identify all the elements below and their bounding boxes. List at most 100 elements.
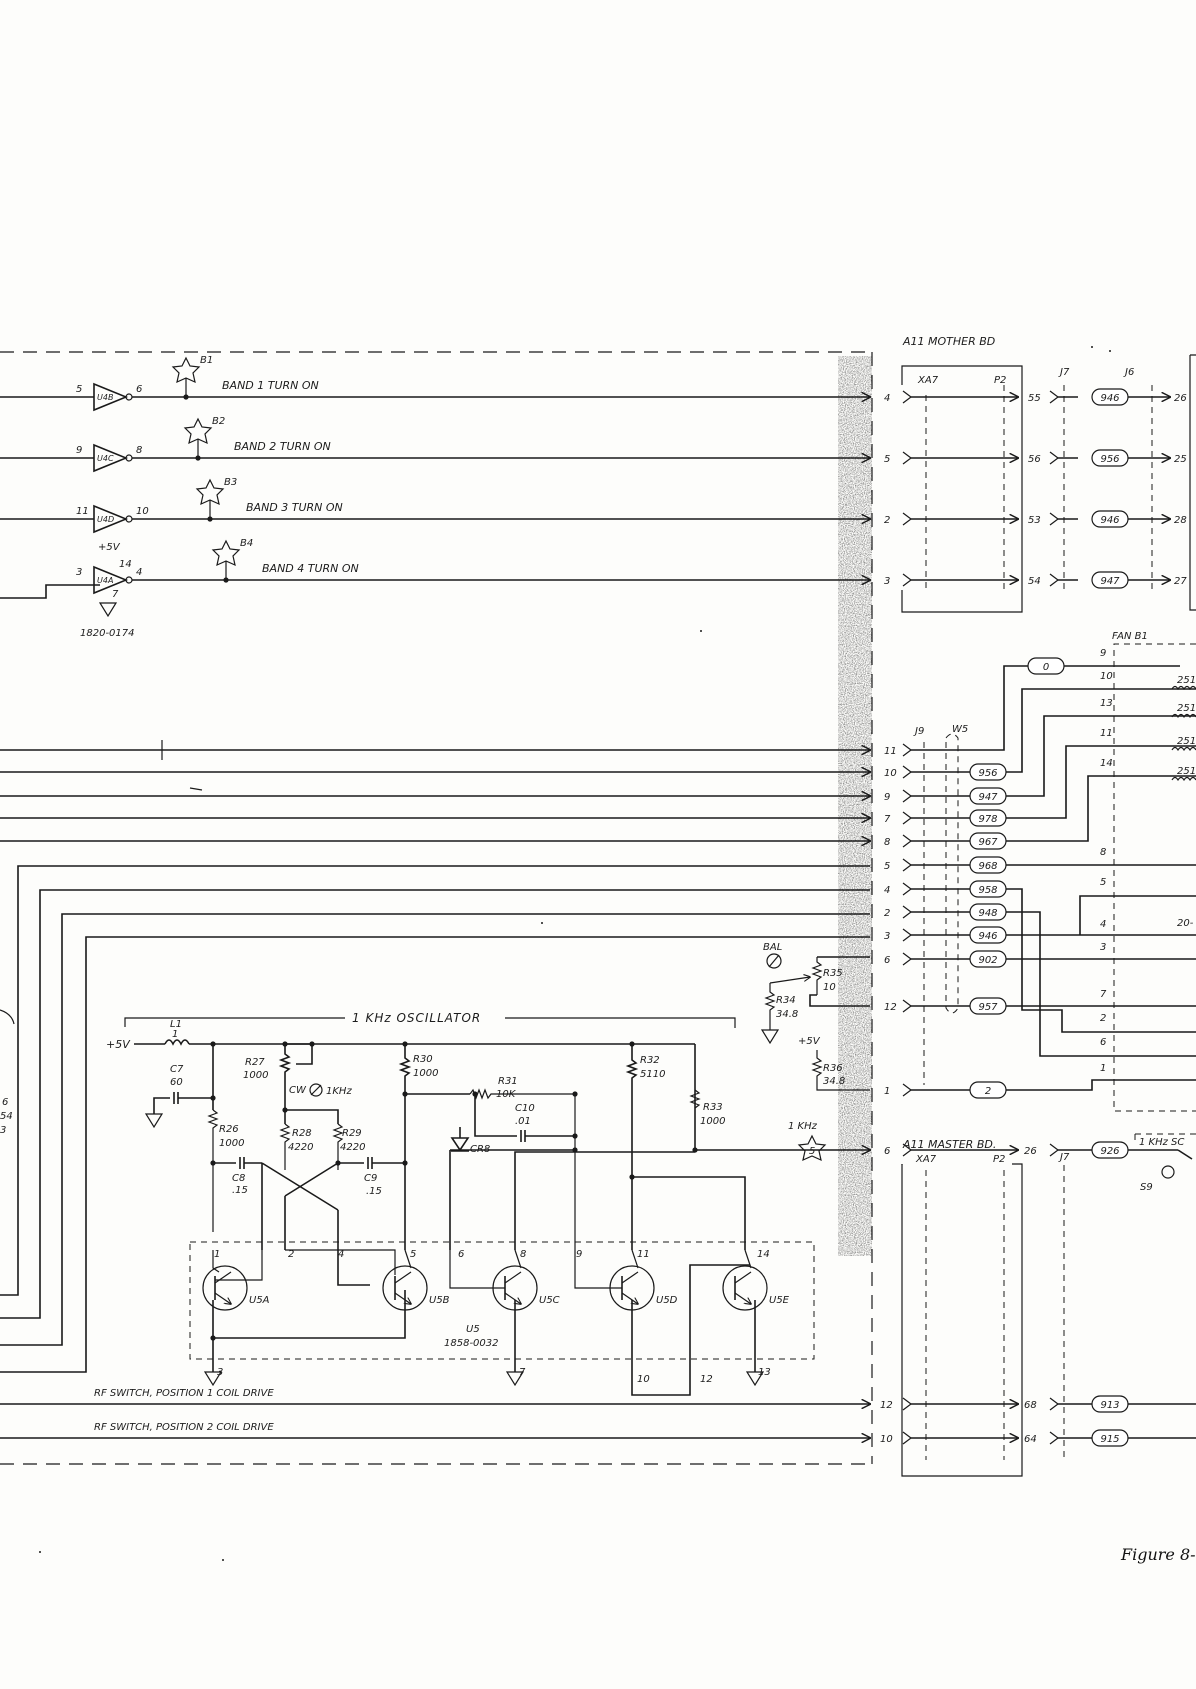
fan-edge-label: 251: [1177, 736, 1196, 747]
j9-wire-number: 967: [978, 837, 998, 848]
band-out-pin: 8: [136, 445, 142, 456]
edge-pin: 3: [884, 576, 890, 587]
j6-pin: 26: [1174, 393, 1187, 404]
inverter-gate: [93, 504, 129, 534]
p2-pin: 55: [1028, 393, 1041, 404]
u5-pin-number: 9: [576, 1249, 582, 1260]
j9-wire-number: 956: [978, 768, 997, 779]
r36-label: R36: [823, 1063, 843, 1074]
j9-edge-pin: 7: [884, 814, 891, 825]
r36-supply: +5V: [798, 1036, 821, 1047]
r30-value: 1000: [413, 1068, 438, 1079]
fan-pin: 1: [1100, 1063, 1106, 1074]
band-label: BAND 2 TURN ON: [234, 440, 331, 453]
fan-b1: FAN B1: [1112, 631, 1196, 1112]
fan-edge-label: 20-: [1177, 918, 1194, 929]
test-point-label: B4: [240, 538, 253, 549]
band-out-pin: 4: [136, 567, 142, 578]
j9-wire-number: 948: [978, 908, 997, 919]
left-feeds: 6 54 3: [0, 740, 870, 1373]
j9-edge-pin: 12: [884, 1002, 897, 1013]
inverter-gate: [93, 382, 129, 412]
r33-label: R33: [703, 1102, 723, 1113]
band-in-pin: 5: [76, 384, 82, 395]
band-label: BAND 4 TURN ON: [262, 562, 359, 575]
j9-edge-pin: 6: [884, 955, 890, 966]
khz-tp-number: 5: [809, 1146, 815, 1157]
j9-connector: J9 W5: [913, 724, 968, 1085]
test-point-label: B3: [224, 477, 237, 488]
u5-pin-number: 2: [288, 1249, 294, 1260]
test-point-label: B2: [212, 416, 225, 427]
osc-p2-pin: 26: [1024, 1146, 1037, 1157]
j6-pin: 27: [1174, 576, 1187, 587]
p2-pin: 53: [1028, 515, 1041, 526]
u5-pin-number: 13: [758, 1367, 771, 1378]
figure-caption: Figure 8-: [1120, 1545, 1196, 1564]
fan-wire-number: 0: [1043, 662, 1049, 673]
wire-number: 946: [1100, 515, 1119, 526]
r35-label: R35: [823, 968, 843, 979]
p2-pin: 56: [1028, 454, 1041, 465]
fan-label: FAN B1: [1112, 631, 1148, 642]
r27-adjust: 1KHz: [326, 1086, 352, 1097]
r33-value: 1000: [700, 1116, 725, 1127]
u5-pin-number: 8: [520, 1249, 526, 1260]
rf-wire-number: 913: [1100, 1400, 1119, 1411]
r34-value: 34.8: [776, 1009, 798, 1020]
fan-pin: 10: [1100, 671, 1113, 682]
fan-pin: 2: [1100, 1013, 1106, 1024]
r32-value: 5110: [640, 1069, 665, 1080]
inverter-gate: [93, 565, 129, 595]
gate-label: U4D: [97, 515, 114, 524]
j9-wire-number: 957: [978, 1002, 998, 1013]
master-board: A11 MASTER BD. XA7 P2 J7 1 KHz SC: [901, 1133, 1196, 1477]
u5-pin-number: 4: [338, 1249, 344, 1260]
j7-label: J7: [1058, 367, 1070, 378]
bal-label: BAL: [763, 942, 782, 953]
u5-pin-number: 10: [637, 1374, 650, 1385]
u5-pin-number: 1: [214, 1249, 220, 1260]
band-in-pin: 3: [76, 567, 82, 578]
u5-pin-number: 11: [637, 1249, 650, 1260]
oscillator: 1 KHz OSCILLATOR +5V L1 1 C7 60 R26 1000…: [106, 1011, 870, 1396]
osc-wire-number: 926: [1100, 1146, 1119, 1157]
edge-pin: 4: [884, 393, 890, 404]
switch-label: S9: [1140, 1182, 1153, 1193]
u4-ground-symbol: [98, 602, 118, 618]
transistor: [722, 1265, 768, 1311]
u4-part-number: 1820-0174: [80, 628, 135, 639]
gate-label: U4A: [97, 576, 113, 585]
fan-pin: 6: [1100, 1037, 1106, 1048]
transistor-label: U5A: [249, 1295, 270, 1306]
c9-label: C9: [364, 1173, 377, 1184]
master-board-label: A11 MASTER BD.: [902, 1138, 996, 1151]
band-in-pin: 11: [76, 506, 89, 517]
u4-vcc: +5V: [98, 542, 121, 553]
band-out-pin: 10: [136, 506, 149, 517]
gate-label: U4B: [97, 393, 113, 402]
c7-value: 60: [170, 1077, 183, 1088]
mother-board: A11 MOTHER BD XA7 P2 J7 J6: [901, 335, 1196, 613]
osc-supply: +5V: [106, 1038, 131, 1051]
band-label: BAND 1 TURN ON: [222, 379, 319, 392]
u5-pin-number: 6: [458, 1249, 464, 1260]
r26-label: R26: [219, 1124, 239, 1135]
band4-input-trace: [0, 584, 100, 599]
khz-tp-label: 1 KHz: [788, 1121, 818, 1132]
fan-wire-number-box: [1027, 657, 1065, 675]
band-out-pin: 6: [136, 384, 142, 395]
scan-noise: [838, 356, 872, 1256]
fan-edge-label: 251: [1177, 703, 1196, 714]
edge-pin: 2: [884, 515, 890, 526]
fan-pin: 14: [1100, 758, 1113, 769]
fan-pin: 4: [1100, 919, 1106, 930]
r35-value: 10: [823, 982, 836, 993]
fan-pin: 7: [1100, 989, 1107, 1000]
wire-number: 946: [1100, 393, 1119, 404]
